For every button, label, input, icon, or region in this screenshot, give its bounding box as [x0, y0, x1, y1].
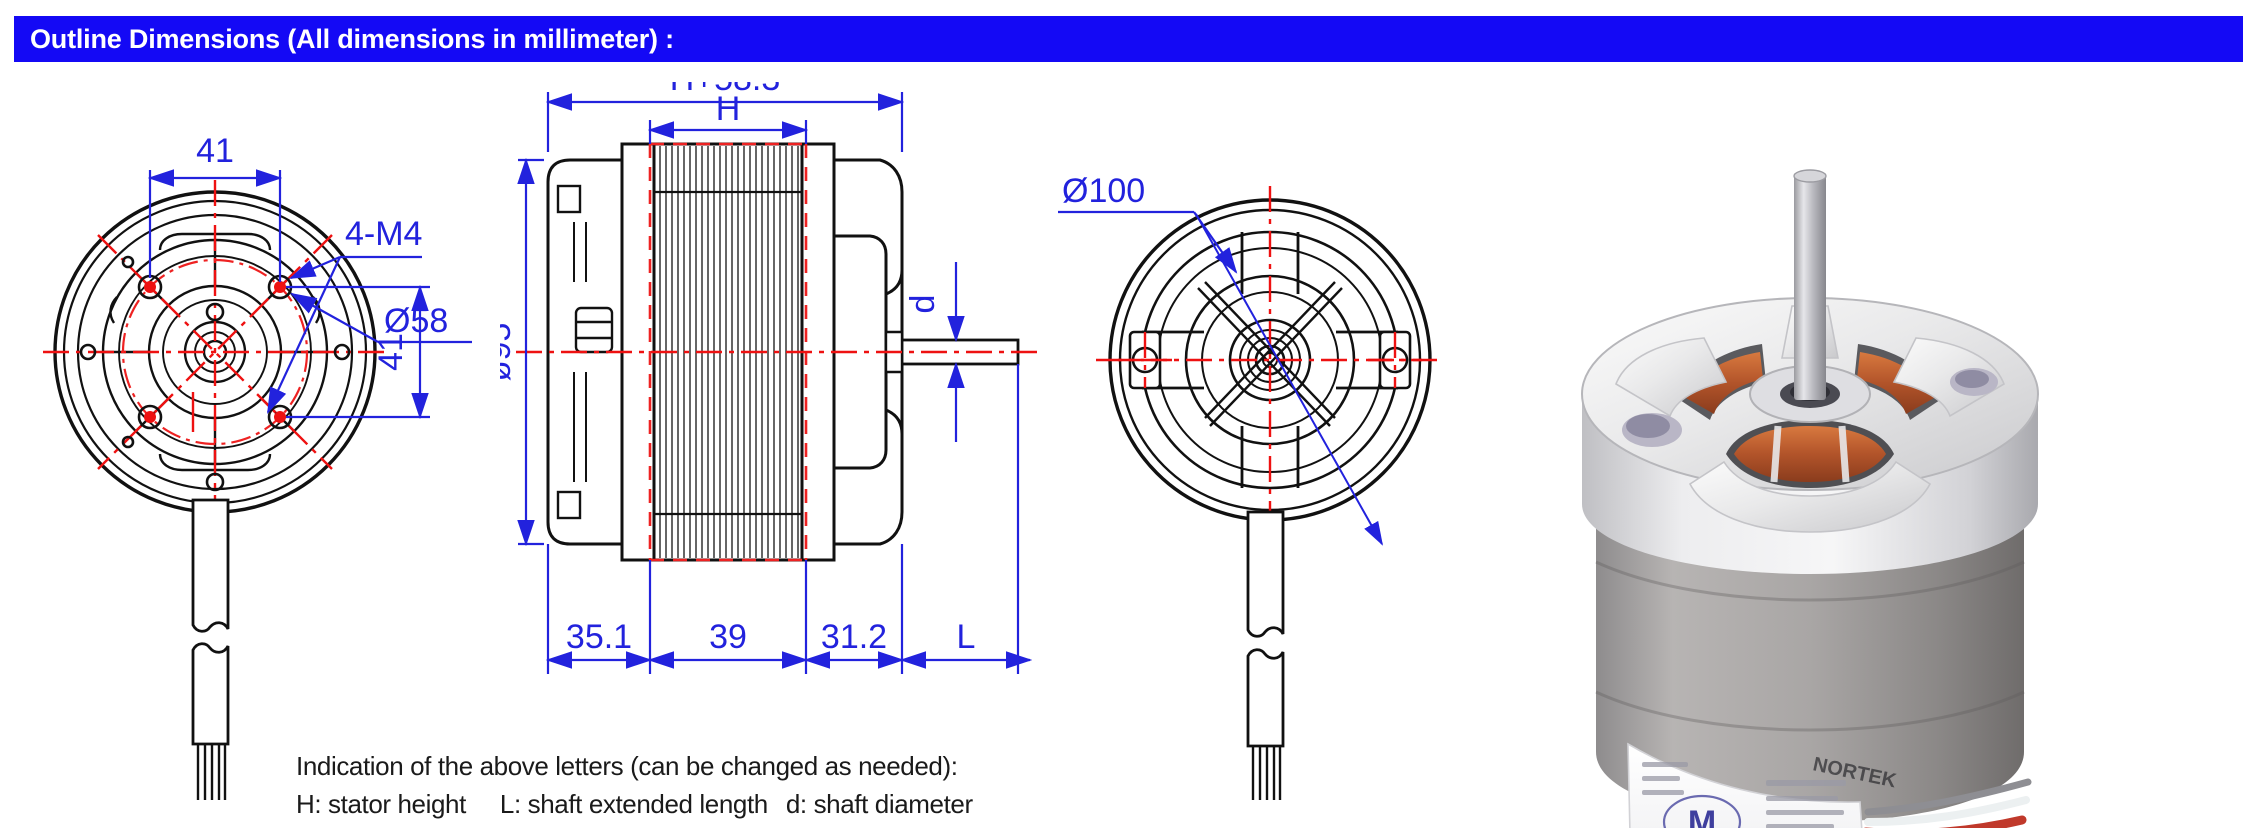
dim-d58: Ø58 [290, 292, 472, 344]
bottom-dimension-chain: 35.1 39 31.2 L [545, 364, 1033, 674]
dim-d100: Ø100 [1058, 172, 1238, 274]
page-title: Outline Dimensions (All dimensions in mi… [30, 23, 674, 54]
rear-end-view: Ø100 [1058, 172, 1444, 800]
output-shaft [1794, 174, 1826, 400]
cable-front [191, 498, 230, 746]
nameplate-mark: M [1688, 804, 1716, 828]
dim-41-right: 41 [286, 284, 430, 420]
dim-d95: ø95 [500, 157, 544, 547]
dim-h: H [647, 90, 809, 144]
front-end-view: 41 41 4-M4 [43, 132, 472, 800]
motor-product-photo: M NORTEK [1530, 132, 2090, 828]
dim-31-2-label: 31.2 [821, 618, 887, 656]
dim-d-shaft-label: d [904, 295, 942, 314]
caption-line-2: H: stator height L: shaft extended length… [296, 788, 1116, 822]
dim-d58-label: Ø58 [384, 302, 448, 340]
stator-barrel [1596, 502, 2024, 822]
dim-d-shaft: d [904, 262, 965, 442]
dim-d100-label: Ø100 [1062, 172, 1145, 210]
dim-41-right-label: 41 [372, 333, 410, 371]
cable-rear [1246, 510, 1285, 748]
note-4-m4-label: 4-M4 [345, 215, 422, 253]
dim-41-top-label: 41 [196, 132, 234, 170]
caption-h: H: stator height [296, 788, 466, 819]
caption-line-1: Indication of the above letters (can be … [296, 751, 958, 781]
dim-d95-label: ø95 [500, 323, 518, 382]
side-section-view: H+58.3 H ø95 [500, 82, 1040, 674]
dim-h-label: H [716, 90, 741, 128]
caption-d: d: shaft diameter [785, 788, 973, 819]
dim-41-top: 41 [147, 132, 283, 282]
dim-h-plus-58-3-label: H+58.3 [670, 82, 781, 98]
dim-l-label: L [957, 618, 976, 656]
dim-h-plus-58-3: H+58.3 [545, 82, 905, 152]
header-banner: Outline Dimensions (All dimensions in mi… [14, 16, 2243, 62]
drawing-area: 41 41 4-M4 [0, 62, 2257, 828]
dim-39-label: 39 [709, 618, 747, 656]
note-4-m4: 4-M4 [267, 215, 422, 414]
dim-35-1-label: 35.1 [566, 618, 632, 656]
caption-block: Indication of the above letters (can be … [296, 750, 1116, 822]
lead-wires [1863, 778, 2032, 828]
caption-l: L: shaft extended length [499, 788, 768, 819]
terminal-bumps [1622, 368, 1998, 447]
